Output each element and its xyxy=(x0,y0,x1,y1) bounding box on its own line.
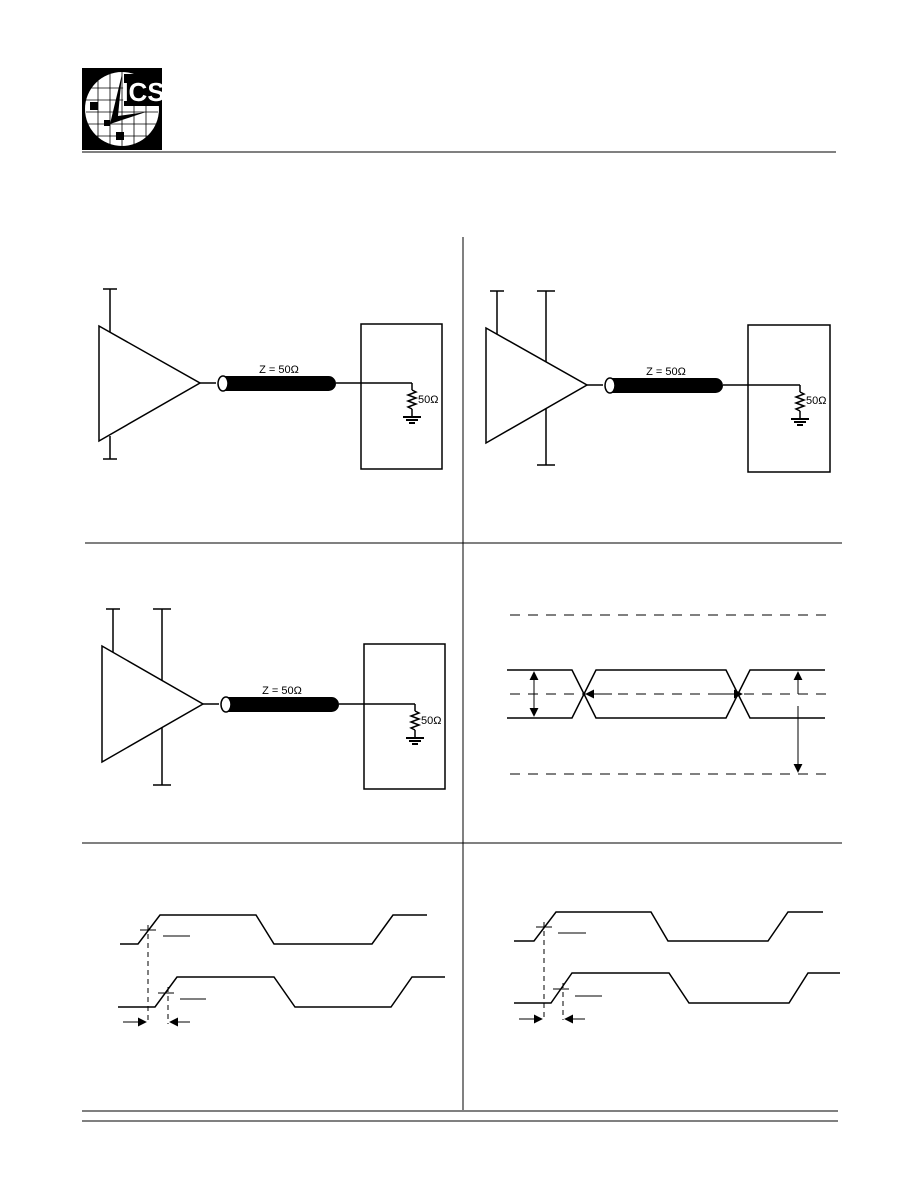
scope-box xyxy=(363,643,446,790)
waveform-true xyxy=(507,669,825,719)
waveform-complement xyxy=(507,669,825,719)
logo-icon: ICS xyxy=(82,68,165,150)
resistor-icon xyxy=(793,391,807,412)
panel-3-output-load-circuit: Z = 50Ω 50Ω xyxy=(101,608,446,790)
ground-icon xyxy=(791,418,809,426)
waveform-lower xyxy=(118,976,445,1008)
buffer-triangle-icon xyxy=(98,324,202,443)
scope-box xyxy=(747,324,831,473)
panel-6-skew-timing xyxy=(514,911,840,1024)
panel-2-output-load-circuit: Z = 50Ω 50Ω xyxy=(485,290,831,473)
waveform-lower xyxy=(514,972,840,1004)
coax-cable-icon xyxy=(217,375,336,392)
line-impedance-label: Z = 50Ω xyxy=(259,364,299,376)
buffer-triangle-icon xyxy=(101,644,205,764)
resistor-label: 50Ω xyxy=(806,395,826,407)
resistor-label: 50Ω xyxy=(421,715,441,727)
waveform-upper xyxy=(514,911,823,942)
panel-5-skew-timing xyxy=(118,914,445,1027)
waveform-upper xyxy=(120,914,427,945)
resistor-label: 50Ω xyxy=(418,394,438,406)
coax-cable-icon xyxy=(604,377,723,394)
scope-box xyxy=(360,323,443,470)
buffer-triangle-icon xyxy=(485,326,589,445)
resistor-icon xyxy=(408,710,422,731)
panel-4-differential-waveform xyxy=(507,614,826,775)
panel-1-output-load-circuit: Z = 50Ω 50Ω xyxy=(98,288,443,470)
resistor-icon xyxy=(405,389,419,410)
coax-cable-icon xyxy=(220,696,339,713)
ground-icon xyxy=(406,737,424,745)
line-impedance-label: Z = 50Ω xyxy=(262,685,302,697)
ground-icon xyxy=(403,416,421,424)
line-impedance-label: Z = 50Ω xyxy=(646,366,686,378)
logo-text: ICS xyxy=(121,77,164,107)
